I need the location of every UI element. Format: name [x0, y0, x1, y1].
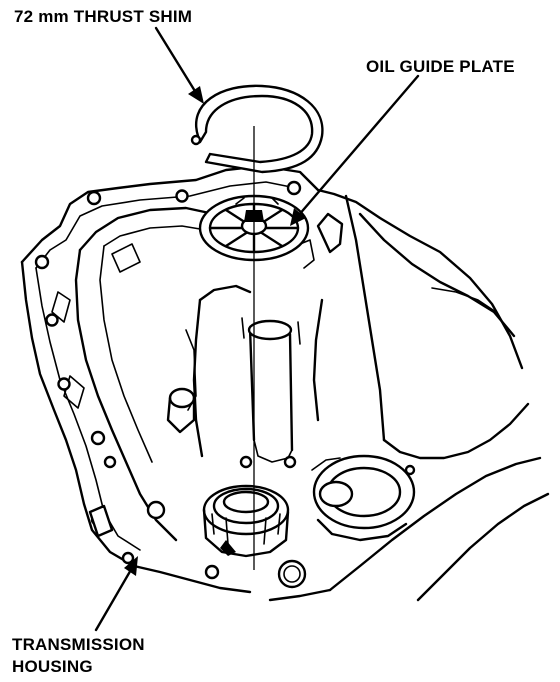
thrust-shim-label: 72 mm THRUST SHIM	[14, 7, 193, 26]
transmission-housing	[20, 164, 550, 602]
thrust-shim	[190, 84, 324, 174]
housing-label-line2: HOUSING	[12, 657, 93, 676]
output-gear	[311, 454, 416, 542]
leader-lines	[94, 26, 420, 632]
housing-label-line1: TRANSMISSION	[12, 635, 145, 654]
mainshaft	[241, 317, 301, 463]
bearing-assembly	[202, 484, 290, 558]
transmission-housing-label: TRANSMISSION HOUSING	[12, 634, 145, 678]
oil-guide-plate-label: OIL GUIDE PLATE	[366, 57, 515, 76]
